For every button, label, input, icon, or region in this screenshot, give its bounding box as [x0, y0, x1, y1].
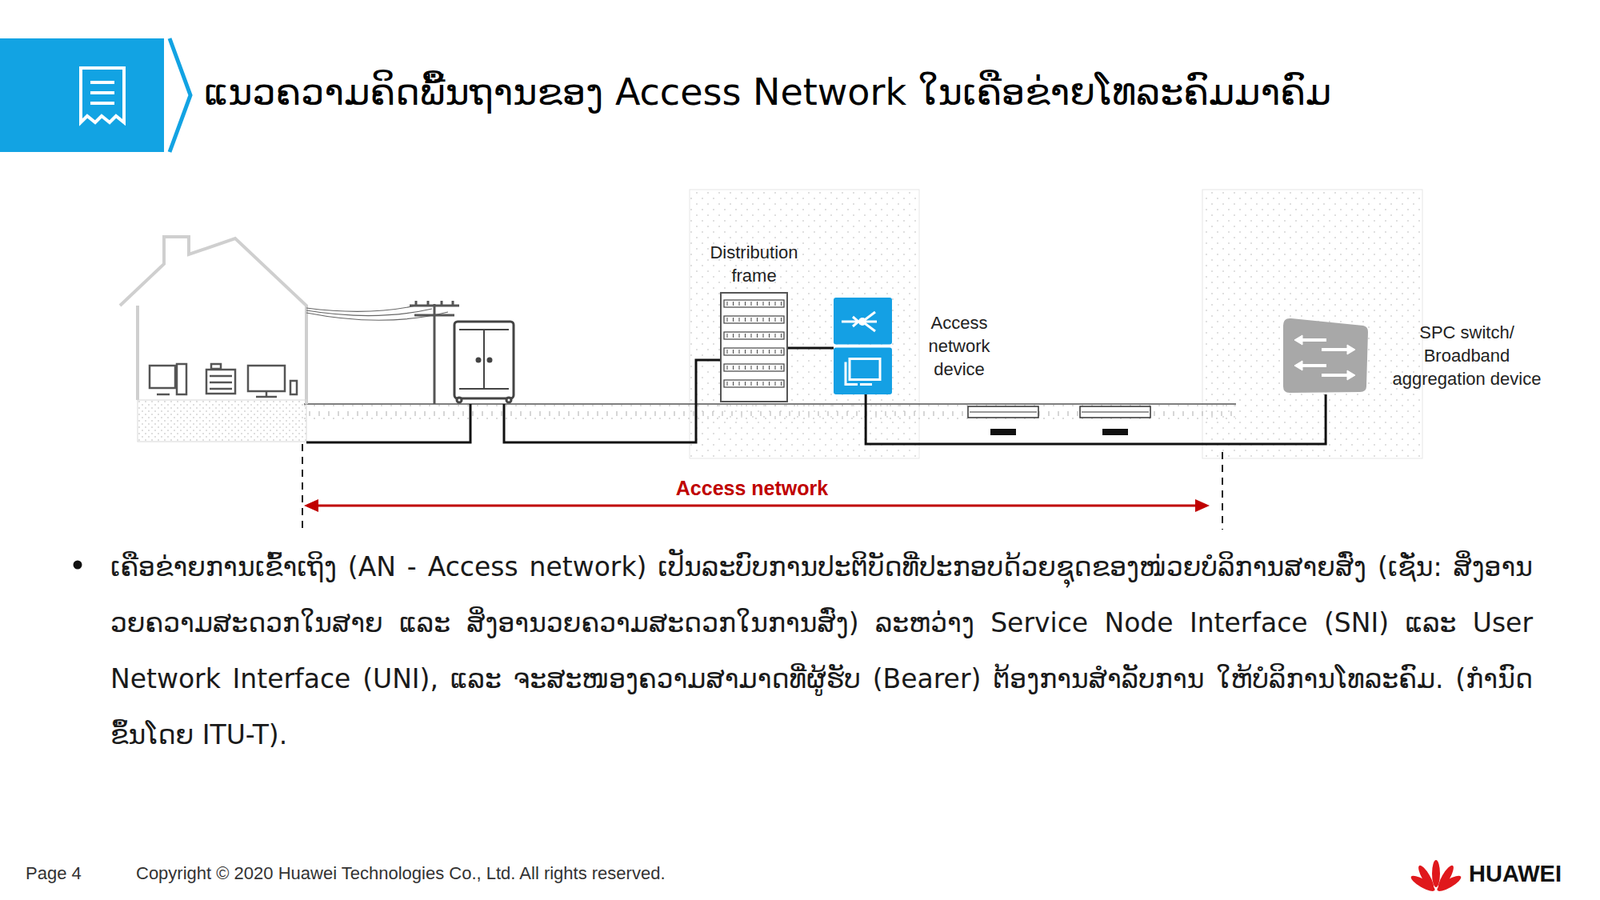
access-network-device-shape — [833, 297, 892, 395]
house — [120, 236, 307, 404]
utility-pole — [409, 300, 460, 404]
access-network-device: Access network device — [833, 297, 892, 395]
slide-title: ແນວຄວາມຄິດພື້ນຖານຂອງ Access Network ໃນເຄ… — [204, 68, 1332, 116]
brand-name: HUAWEI — [1468, 859, 1589, 888]
huawei-logo — [1408, 860, 1463, 894]
cable — [788, 347, 834, 350]
ground-texture — [304, 404, 1236, 420]
equipment-label: Distribution frame — [702, 240, 807, 288]
street-cabinet — [454, 321, 514, 403]
spc-switch: SPC switch/ Broadband aggregation device — [1280, 316, 1370, 395]
extent-label: Access network — [592, 475, 912, 501]
equipment-label: Access network device — [911, 311, 1008, 381]
spc-switch-shape — [1280, 316, 1370, 395]
copyright-note: Copyright © 2020 Huawei Technologies Co.… — [136, 862, 856, 885]
underground-repeaters — [968, 406, 1151, 436]
distribution-frame-shape — [720, 292, 788, 403]
overhead-wires — [306, 305, 448, 320]
drop-cables — [306, 360, 720, 443]
distribution-frame: Distribution frame — [720, 292, 788, 403]
home-terminals — [149, 364, 297, 397]
document-icon — [80, 68, 124, 123]
house-floor — [137, 400, 307, 442]
title-bar — [0, 38, 164, 152]
equipment-label: SPC switch/ Broadband aggregation device — [1380, 320, 1553, 391]
page-number: Page 4 — [25, 862, 122, 885]
access-network-extent — [302, 444, 1223, 530]
ground-line — [304, 403, 1236, 405]
cable — [865, 394, 1326, 444]
bullet-dot — [73, 560, 83, 570]
title-chevron — [169, 38, 191, 152]
bullet-text: ເຄືອຂ່າຍການເຂົ້າເຖິງ (AN - Access networ… — [110, 539, 1533, 764]
